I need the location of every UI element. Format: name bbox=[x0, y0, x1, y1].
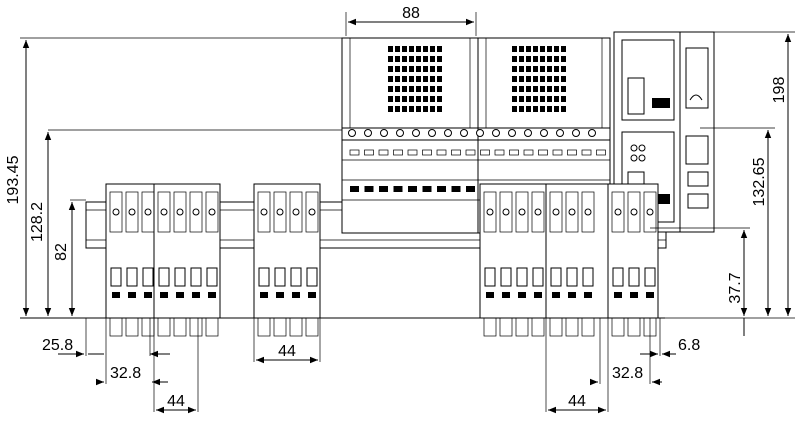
dim-bottom-right-offset: 6.8 bbox=[678, 337, 700, 354]
dim-bottom-left-width: 32.8 bbox=[110, 365, 141, 382]
screw-terminal-row bbox=[348, 129, 596, 137]
dim-height-left-mid: 128.2 bbox=[29, 202, 46, 242]
dim-bottom-right-width: 32.8 bbox=[612, 365, 643, 382]
dim-bottom-left-offset: 25.8 bbox=[42, 337, 73, 354]
dim-height-right-small: 37.7 bbox=[727, 272, 744, 303]
dim-height-left-total: 193.45 bbox=[5, 155, 22, 204]
dim-height-left-small: 82 bbox=[53, 243, 70, 261]
lower-modules bbox=[105, 183, 659, 337]
connector-grid-left bbox=[388, 46, 442, 112]
extension-lines bbox=[20, 12, 795, 412]
dim-height-right-total: 198 bbox=[771, 77, 788, 104]
connector-grid-right bbox=[512, 46, 566, 112]
dim-top-width: 88 bbox=[402, 5, 420, 22]
dim-height-right-mid: 132.65 bbox=[751, 157, 768, 206]
dim-bottom-mid-module: 44 bbox=[278, 343, 296, 360]
dimension-lines bbox=[22, 18, 792, 414]
dim-bottom-right-module: 44 bbox=[568, 393, 586, 410]
dim-bottom-left-module: 44 bbox=[167, 393, 185, 410]
dimension-labels: 88 193.45 128.2 82 198 132.65 37.7 25.8 … bbox=[5, 5, 788, 410]
